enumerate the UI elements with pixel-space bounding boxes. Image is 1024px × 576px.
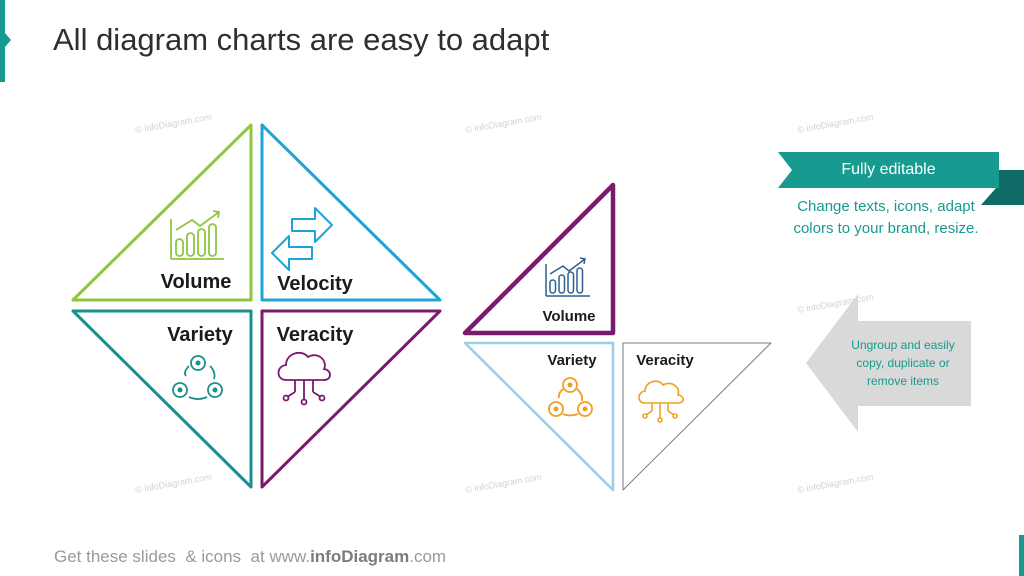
- left-arrow-shape: [806, 294, 971, 432]
- footer-prefix: Get these slides & icons at www.: [54, 547, 311, 566]
- watermark-group: © infoDiagram.com © infoDiagram.com © in…: [135, 112, 875, 495]
- edit-description: Change texts, icons, adapt colors to you…: [793, 198, 979, 237]
- watermark: © infoDiagram.com: [135, 112, 213, 135]
- watermark: © infoDiagram.com: [465, 472, 543, 495]
- arrow-note: Ungroup and easily copy, duplicate or re…: [851, 338, 955, 388]
- cycle-nodes-icon: [548, 377, 593, 417]
- volume-label: Volume: [542, 308, 595, 325]
- veracity-triangle[interactable]: [622, 342, 772, 491]
- footer-credit[interactable]: Get these slides & icons at www.infoDiag…: [54, 547, 446, 567]
- velocity-triangle[interactable]: [260, 123, 442, 302]
- watermark: © infoDiagram.com: [797, 112, 875, 135]
- page-title: All diagram charts are easy to adapt: [53, 22, 550, 57]
- variety-label: Variety: [167, 324, 233, 346]
- volume-triangle[interactable]: [71, 123, 253, 302]
- cycle-nodes-icon: [172, 355, 223, 400]
- fully-editable-banner: Fully editable: [841, 161, 936, 178]
- watermark: © infoDiagram.com: [465, 112, 543, 135]
- watermark: © infoDiagram.com: [797, 292, 875, 315]
- watermark: © infoDiagram.com: [135, 472, 213, 495]
- exchange-arrows-icon: [271, 207, 333, 271]
- veracity-label: Veracity: [636, 352, 694, 369]
- right-accent-bar: [1019, 535, 1024, 576]
- velocity-label: Velocity: [277, 273, 353, 295]
- veracity-label: Veracity: [277, 324, 355, 346]
- cloud-network-icon: [638, 380, 685, 423]
- left-accent-pointer: [5, 33, 11, 47]
- variety-triangle[interactable]: [71, 309, 253, 489]
- variety-triangle[interactable]: [463, 341, 615, 492]
- veracity-triangle[interactable]: [260, 309, 442, 489]
- left-accent-bar: [0, 0, 5, 82]
- volume-label: Volume: [161, 271, 232, 293]
- watermark: © infoDiagram.com: [797, 472, 875, 495]
- cloud-network-icon: [277, 351, 331, 406]
- large-diagram: Volume Velocity Variety Veracity: [71, 123, 442, 489]
- variety-label: Variety: [547, 352, 597, 369]
- bar-chart-icon: [545, 257, 590, 297]
- small-diagram: Volume Variety Veracity: [462, 182, 772, 492]
- footer-suffix: .com: [409, 547, 447, 566]
- bar-chart-icon: [170, 210, 224, 260]
- volume-triangle[interactable]: [462, 182, 616, 336]
- footer-brand: infoDiagram: [310, 547, 410, 566]
- callout-ribbon: [778, 152, 1024, 205]
